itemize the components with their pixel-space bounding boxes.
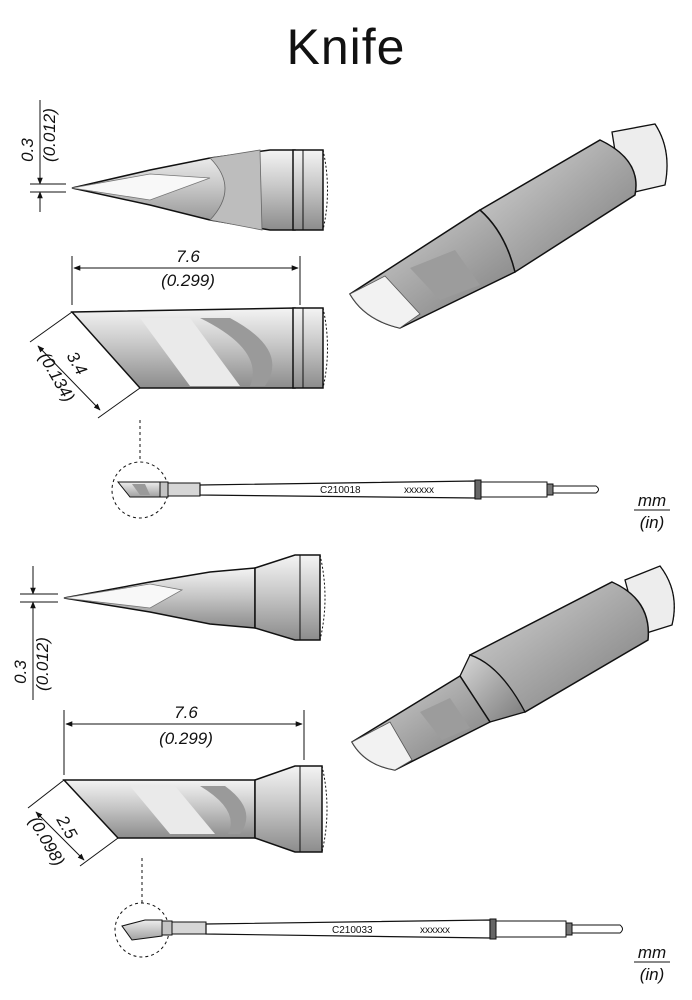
tip-2-top-view	[62, 765, 328, 853]
tip-1-length-in: (0.299)	[161, 271, 215, 290]
tip-2-thickness-mm: 0.3	[11, 660, 30, 684]
tip-2-thickness-in: (0.012)	[33, 637, 52, 691]
tip-2-full-tip: C210033 xxxxxx	[114, 858, 623, 958]
tip-2: 0.3 (0.012) 7.6 (0.299) 2.5 (0.098)	[11, 554, 675, 984]
tip-1-length-mm: 7.6	[176, 247, 200, 266]
tip-1-full-tip: C210018 xxxxxx	[111, 420, 599, 519]
tip-1-top-view	[70, 307, 328, 389]
tip-1-unit-in: (in)	[640, 513, 665, 532]
tip-1-units: mm (in)	[634, 491, 670, 532]
tip-2-thickness-dimension: 0.3 (0.012)	[11, 566, 58, 700]
tip-2-length-mm: 7.6	[174, 703, 198, 722]
tip-1-length-dimension: 7.6 (0.299)	[71, 247, 301, 305]
tip-1-thickness-dimension: 0.3 (0.012)	[18, 100, 66, 212]
tip-1-suffix: xxxxxx	[404, 485, 434, 496]
tip-1-side-view	[71, 149, 328, 231]
tip-2-length-in: (0.299)	[159, 729, 213, 748]
tip-2-suffix: xxxxxx	[420, 925, 450, 936]
tip-1-unit-mm: mm	[638, 491, 666, 510]
tip-1-perspective-view	[348, 123, 668, 329]
tip-2-side-view	[63, 554, 326, 641]
tip-1-width-mm: 3.4	[63, 348, 91, 378]
tip-2-part-number: C210033	[332, 925, 373, 936]
page-title: Knife	[286, 19, 406, 75]
tip-2-length-dimension: 7.6 (0.299)	[63, 703, 305, 775]
tip-1-part-number: C210018	[320, 485, 361, 496]
tip-1: 0.3 (0.012) 7.6 (0.299) 3.4 (0.134)	[18, 100, 670, 532]
tip-2-unit-mm: mm	[638, 943, 666, 962]
tip-1-thickness-mm: 0.3	[18, 138, 37, 162]
tip-2-unit-in: (in)	[640, 965, 665, 984]
tip-2-units: mm (in)	[634, 943, 670, 984]
tip-1-thickness-in: (0.012)	[40, 108, 59, 162]
tip-2-perspective-view	[350, 565, 675, 771]
